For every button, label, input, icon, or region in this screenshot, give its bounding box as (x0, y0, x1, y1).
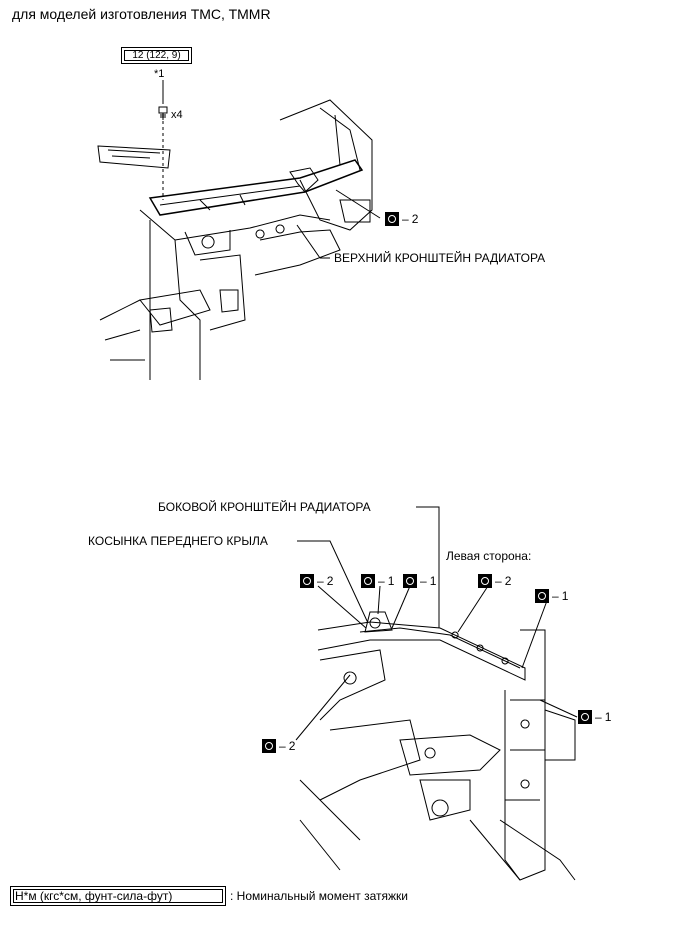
callout-5: –1 (535, 589, 568, 603)
upper-bracket-label: ВЕРХНИЙ КРОНШТЕЙН РАДИАТОРА (334, 251, 546, 265)
side-bracket-label: БОКОВОЙ КРОНШТЕЙН РАДИАТОРА (158, 500, 371, 514)
bolt-icon (158, 106, 168, 120)
callout-2: –1 (361, 574, 394, 588)
torque-spec-box: 12 (122, 9) (121, 47, 192, 64)
upper-radiator-bracket-drawing (97, 99, 373, 380)
clip-symbol-icon (478, 574, 492, 588)
gusset-label: КОСЫНКА ПЕРЕДНЕГО КРЫЛА (88, 534, 268, 548)
callout-3: –1 (403, 574, 436, 588)
clip-symbol-icon (535, 589, 549, 603)
clip-symbol-icon (385, 212, 399, 226)
callout-1: –2 (300, 574, 333, 588)
page-title: для моделей изготовления TMC, TMMR (12, 6, 271, 22)
callout-top: – 2 (385, 212, 418, 226)
callout-4: –2 (478, 574, 511, 588)
callout-7: –2 (262, 739, 295, 753)
legend-description: : Номинальный момент затяжки (230, 889, 408, 903)
side-radiator-bracket-drawing (299, 611, 576, 881)
bolt-count: x4 (171, 109, 183, 121)
side-label: Левая сторона: (446, 549, 532, 563)
clip-symbol-icon (262, 739, 276, 753)
clip-symbol-icon (300, 574, 314, 588)
clip-symbol-icon (578, 710, 592, 724)
torque-units-box: Н*м (кгс*см, фунт-сила-фут) (10, 886, 226, 906)
note-reference: *1 (154, 68, 165, 80)
callout-6: –1 (578, 710, 611, 724)
clip-symbol-icon (361, 574, 375, 588)
clip-symbol-icon (403, 574, 417, 588)
